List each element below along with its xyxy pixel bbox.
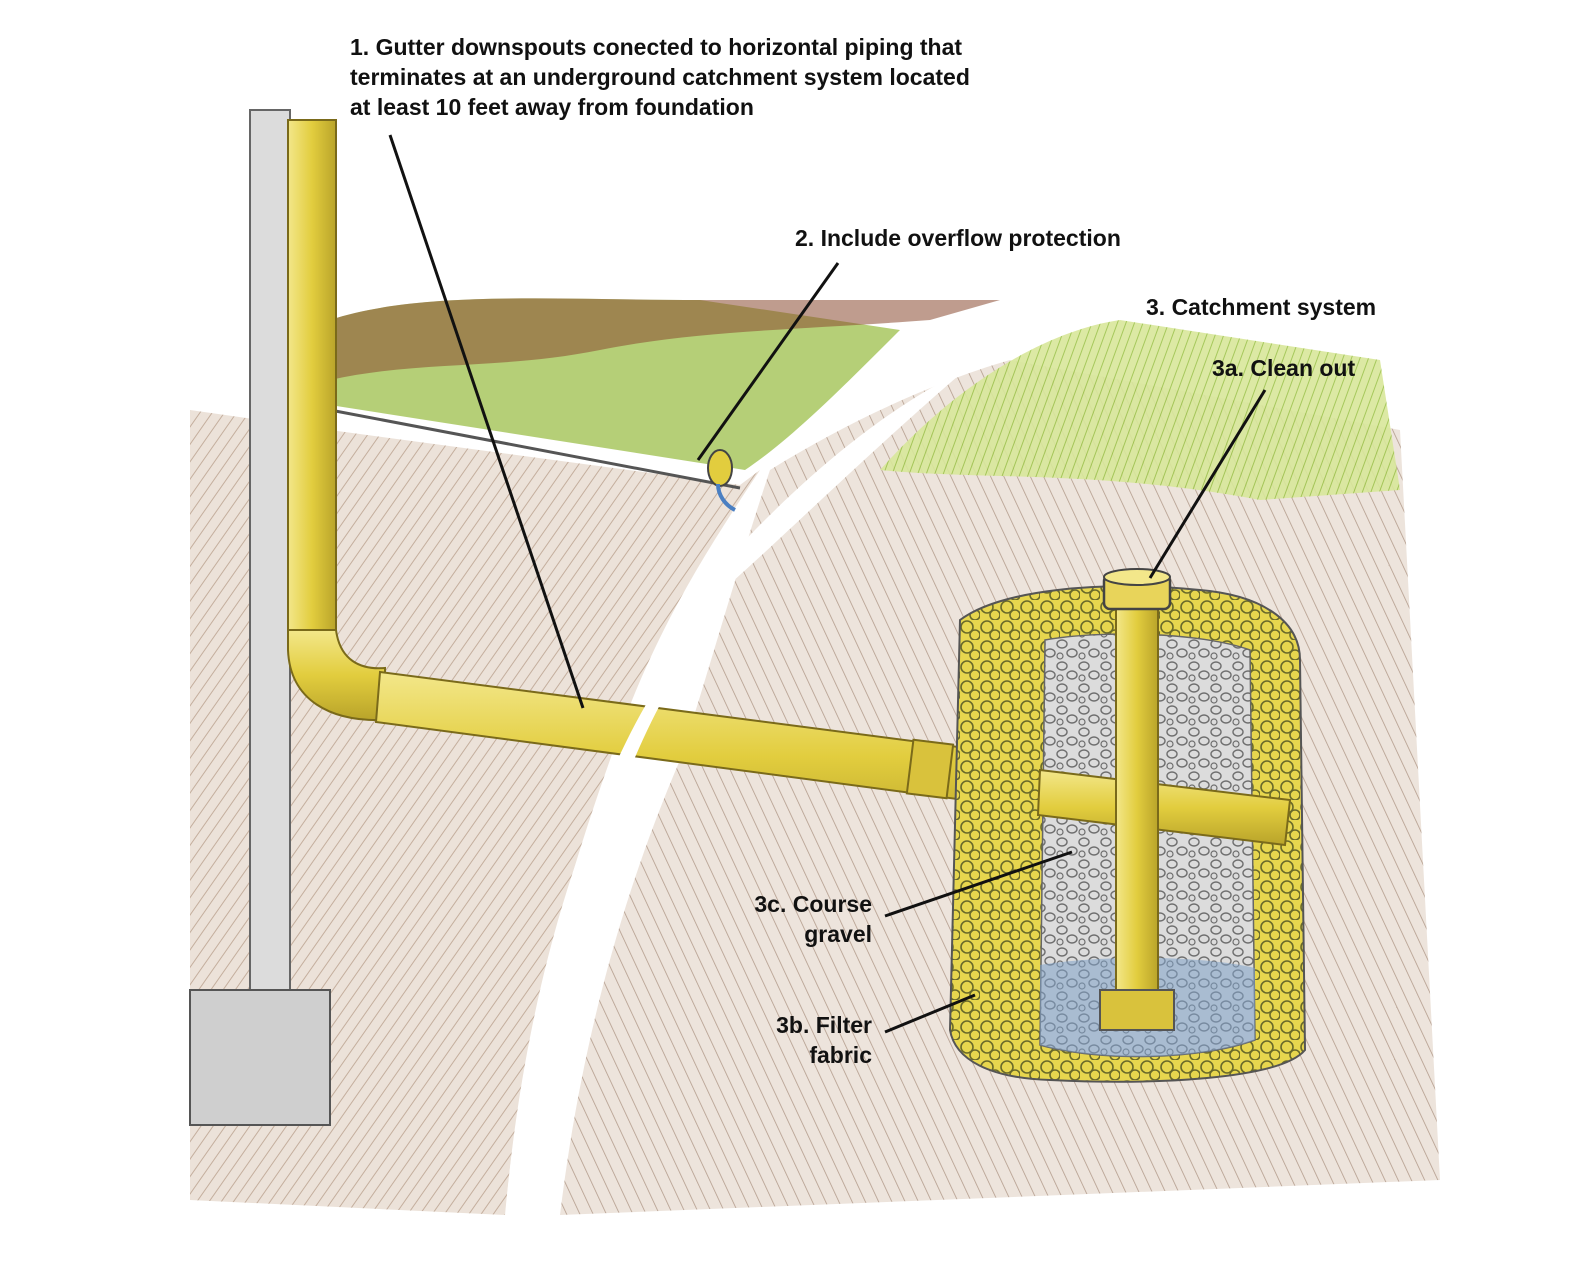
callout-3b-filter-fabric: 3b. Filter fabric: [776, 1012, 872, 1068]
leader-3a: [1148, 389, 1267, 579]
downspout: [287, 119, 337, 641]
callout-3-catchment: 3. Catchment system: [1146, 294, 1377, 320]
bed-edge: [329, 408, 741, 490]
overflow-water: [716, 483, 736, 512]
callout-1-downspouts: 1. Gutter downspouts conected to horizon…: [350, 34, 970, 120]
leader-3c: [884, 850, 1073, 918]
mulch-top: [330, 298, 1000, 380]
callout-3a-clean-out: 3a. Clean out: [1212, 355, 1356, 381]
building-wall: [249, 109, 291, 991]
perforated-pipe: [1036, 768, 1292, 847]
cleanout-cap-top: [1103, 568, 1171, 586]
leader-2: [696, 262, 840, 461]
overflow-outlet: [707, 449, 733, 487]
cleanout-base: [1099, 989, 1175, 1031]
callout-2-overflow: 2. Include overflow protection: [795, 225, 1121, 251]
pipe-coupling: [905, 738, 955, 800]
leader-3b: [884, 993, 976, 1034]
callout-3c-gravel: 3c. Course gravel: [754, 891, 872, 947]
wall-footing: [189, 989, 331, 1126]
leader-1: [388, 134, 585, 709]
grass-right: [880, 320, 1400, 500]
cleanout-pipe: [1115, 599, 1159, 1021]
